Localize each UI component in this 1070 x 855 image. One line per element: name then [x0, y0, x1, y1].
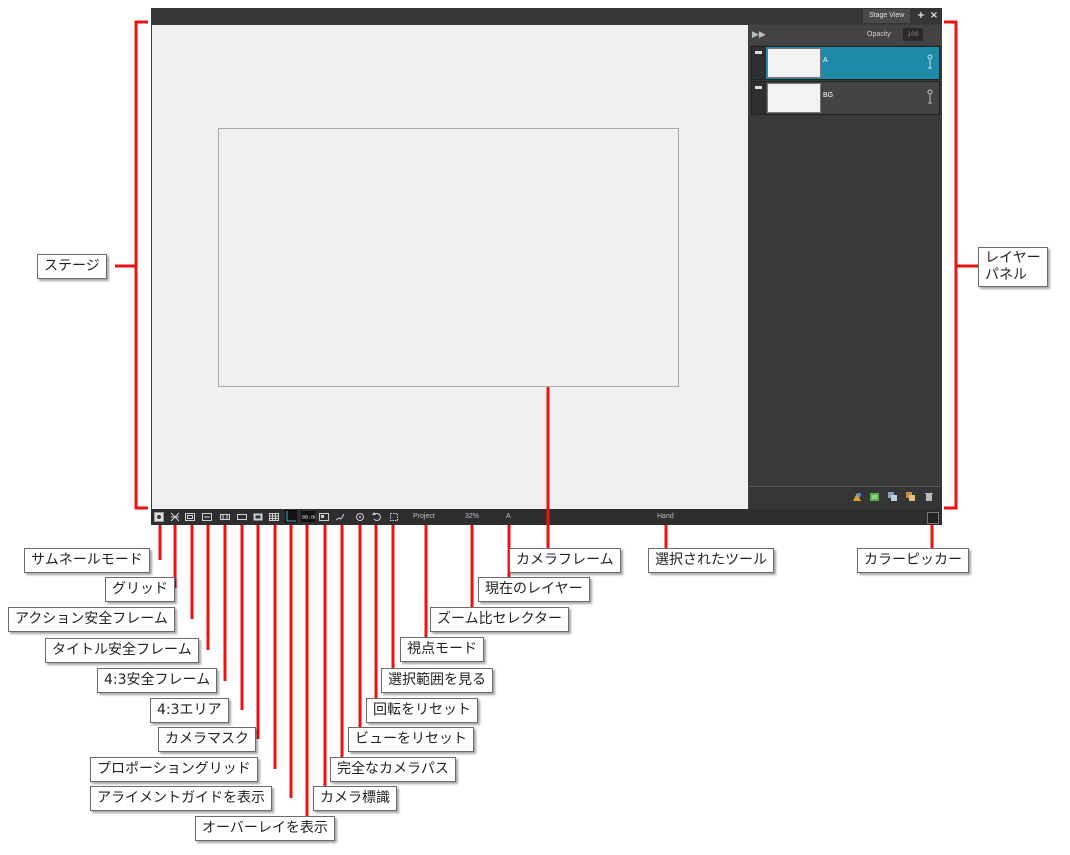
zoom-selector[interactable]: 32% — [465, 513, 480, 520]
callout-layer-panel: レイヤー パネル — [978, 247, 1048, 287]
stage-area[interactable] — [152, 25, 748, 509]
camera-frame — [218, 128, 679, 387]
callout-camera-marker: カメラ標識 — [313, 786, 397, 811]
color-picker-swatch[interactable] — [927, 512, 939, 524]
callout-reset-view: ビューをリセット — [348, 727, 474, 752]
layer-visibility-control[interactable] — [752, 47, 766, 79]
add-view-icon[interactable]: + — [916, 10, 926, 21]
close-icon[interactable]: × — [929, 10, 939, 21]
layer-name: BG — [823, 92, 834, 99]
reset-view-icon[interactable] — [355, 512, 365, 522]
callout-proportion-grid: プロポーショングリッド — [90, 757, 258, 782]
svg-text:00:00: 00:00 — [302, 515, 315, 521]
alignment-guide-icon[interactable] — [285, 510, 297, 523]
trash-icon[interactable] — [924, 492, 934, 502]
show-selection-icon[interactable] — [389, 512, 399, 522]
callout-reset-rotation: 回転をリセット — [366, 698, 478, 723]
camera-marker-icon[interactable] — [319, 512, 329, 522]
add-image-layer-icon[interactable] — [870, 492, 880, 502]
callout-thumbnail-mode: サムネールモード — [24, 548, 150, 573]
overlay-icon[interactable]: 00:00 — [301, 511, 315, 522]
layer-visibility-control[interactable] — [752, 82, 766, 114]
pin-icon[interactable] — [927, 54, 933, 70]
layer-thumbnail — [767, 83, 821, 113]
title-safe-frame-icon[interactable] — [202, 512, 212, 522]
callout-selected-tool: 選択されたツール — [648, 548, 774, 573]
title-bar: Stage View + × — [151, 8, 942, 24]
thumbnail-mode-icon[interactable] — [154, 512, 164, 522]
callout-show-selection: 選択範囲を見る — [381, 668, 493, 693]
opacity-field[interactable]: 100 — [903, 28, 923, 41]
current-layer-indicator: A — [506, 513, 511, 520]
layer-row[interactable]: BG — [751, 81, 940, 115]
double-arrow-right-icon[interactable]: ▶▶ — [752, 30, 766, 40]
callout-safe-frame-4-3: 4:3安全フレーム — [97, 668, 218, 693]
safe-frame-4-3-icon[interactable] — [220, 512, 230, 522]
callout-current-layer: 現在のレイヤー — [478, 577, 590, 602]
layer-panel: ▶▶ Opacity 100 A BG — [749, 25, 942, 509]
tab-stage-view[interactable]: Stage View — [863, 9, 911, 23]
callout-camera-path: 完全なカメラパス — [330, 757, 456, 782]
add-drawing-layer-icon[interactable] — [852, 492, 862, 502]
layer-panel-footer — [749, 486, 942, 509]
pin-icon[interactable] — [927, 89, 933, 105]
layer-row[interactable]: A — [751, 46, 940, 80]
callout-camera-frame: カメラフレーム — [509, 548, 621, 573]
layer-name: A — [823, 57, 828, 64]
layer-thumbnail — [767, 48, 821, 78]
proportion-grid-icon[interactable] — [269, 512, 279, 522]
grid-icon[interactable] — [170, 512, 180, 522]
view-mode-selector[interactable]: Project — [413, 513, 435, 520]
callout-color-picker: カラーピッカー — [857, 548, 969, 573]
opacity-label: Opacity — [867, 31, 891, 38]
callout-title-safe-frame: タイトル安全フレーム — [45, 638, 199, 663]
callout-camera-mask: カメラマスク — [158, 727, 256, 752]
camera-mask-icon[interactable] — [253, 512, 263, 522]
callout-area-4-3: 4:3エリア — [150, 698, 229, 723]
merge-layer-icon[interactable] — [906, 492, 916, 502]
callout-view-mode: 視点モード — [400, 637, 484, 662]
camera-path-icon[interactable] — [335, 512, 345, 522]
area-4-3-icon[interactable] — [237, 512, 247, 522]
callout-stage: ステージ — [37, 254, 107, 279]
action-safe-frame-icon[interactable] — [185, 512, 195, 522]
callout-alignment-guide: アライメントガイドを表示 — [90, 786, 272, 811]
reset-rotation-icon[interactable] — [372, 512, 382, 522]
layer-panel-toolbar: ▶▶ Opacity 100 — [749, 25, 942, 45]
stage-view-window: Stage View + × ▶▶ Opacity 100 A BG — [151, 8, 942, 525]
current-tool-indicator: Hand — [657, 513, 674, 520]
callout-overlay: オーバーレイを表示 — [195, 816, 335, 841]
callout-zoom-selector: ズーム比セレクター — [430, 607, 570, 632]
callout-action-safe-frame: アクション安全フレーム — [8, 607, 175, 632]
callout-grid: グリッド — [105, 577, 175, 602]
duplicate-layer-icon[interactable] — [888, 492, 898, 502]
